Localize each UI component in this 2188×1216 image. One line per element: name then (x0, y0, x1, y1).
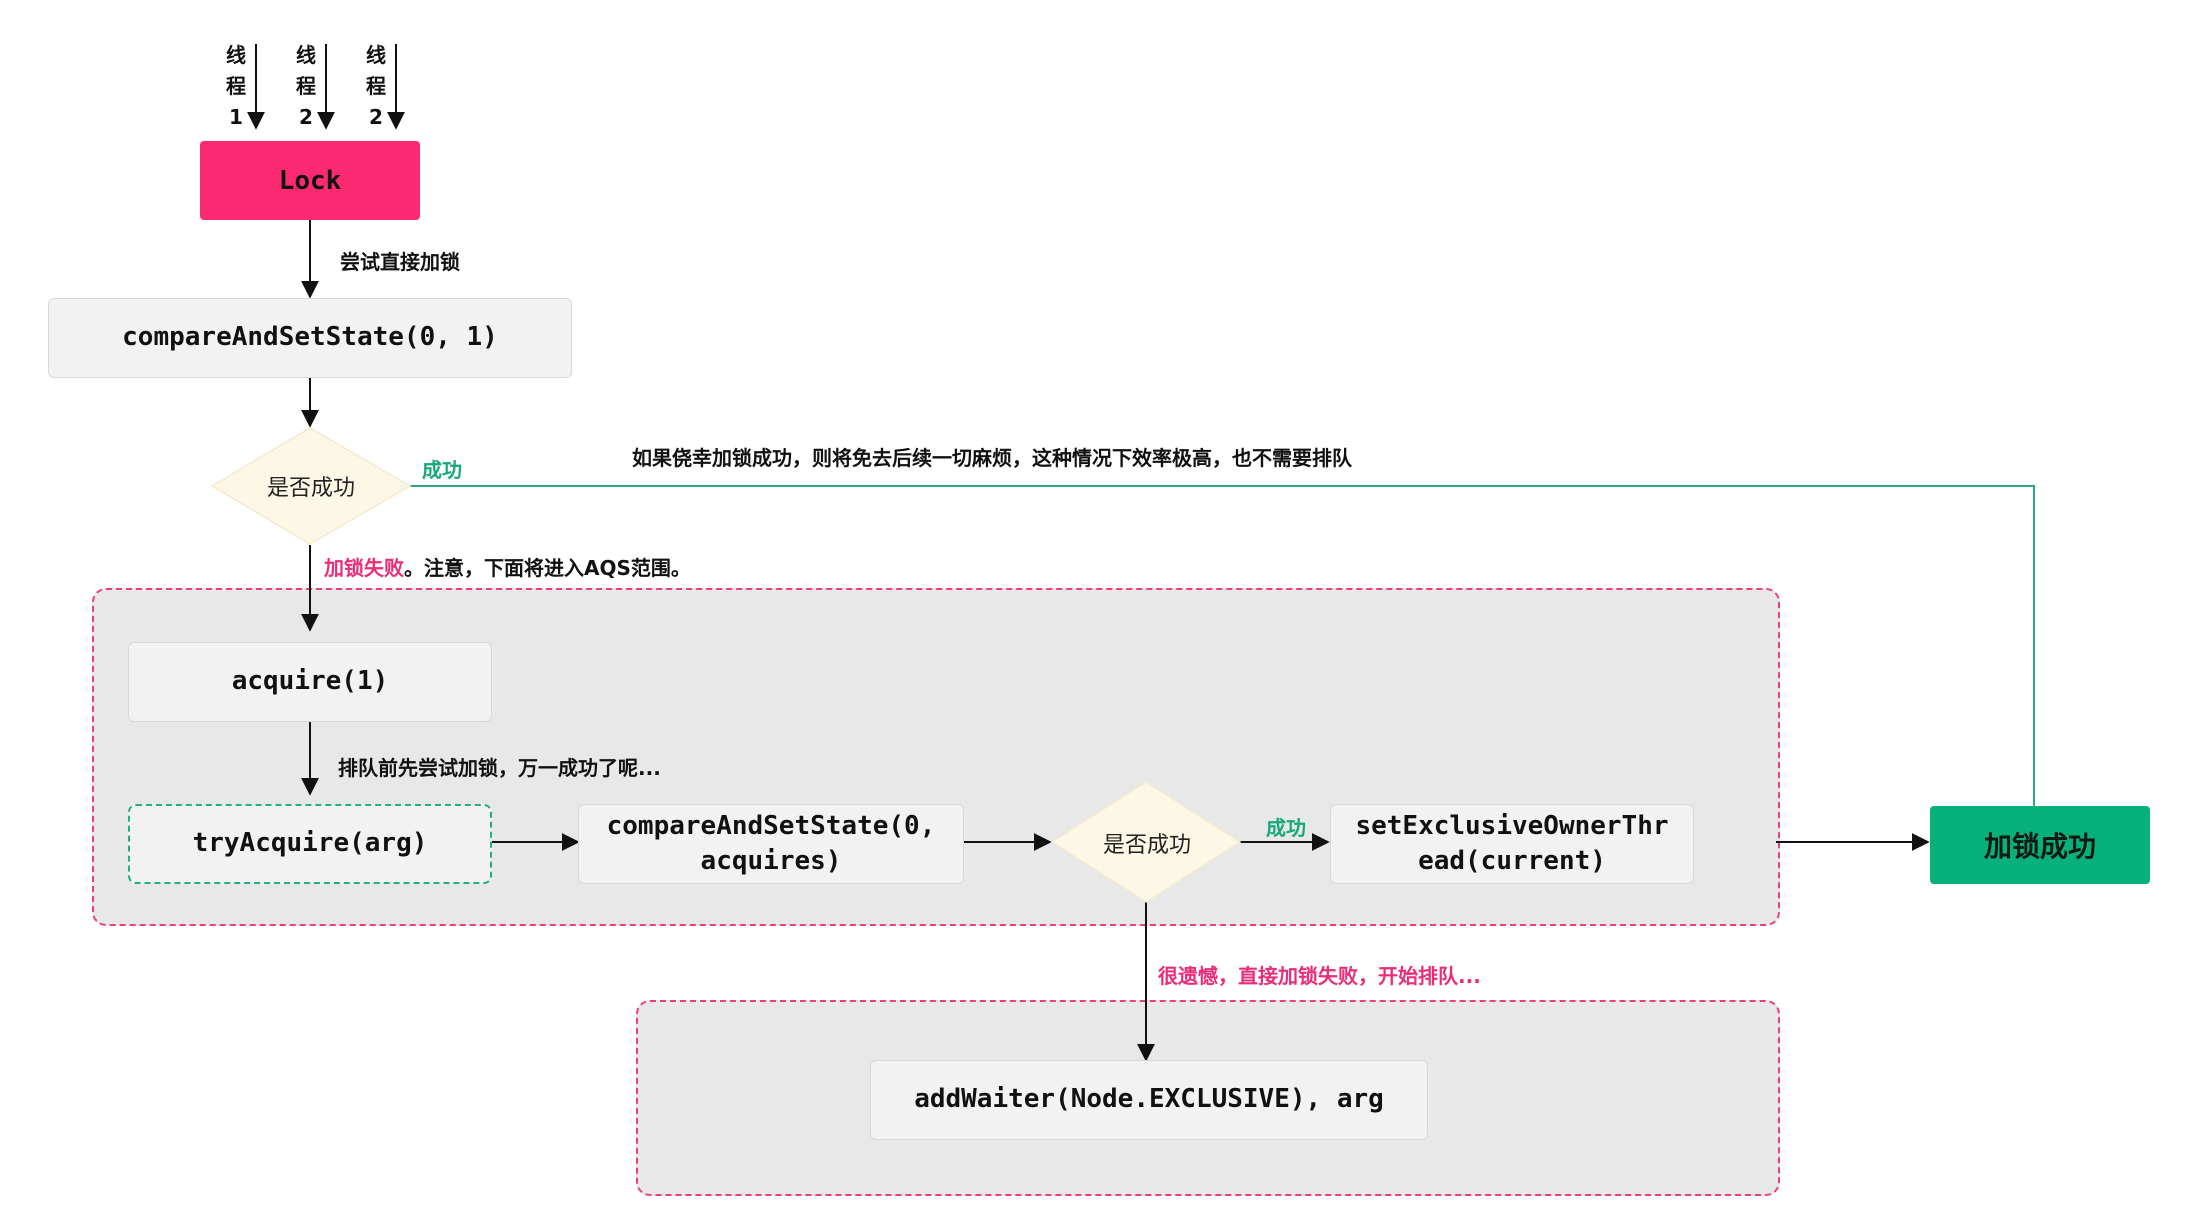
regret-label: 很遗憾，直接加锁失败，开始排队... (1158, 964, 1481, 988)
decision-inner-shape (1050, 781, 1242, 903)
success-bypass-line (410, 485, 2035, 806)
set-owner-box: setExclusiveOwnerThr ead(current) (1330, 804, 1694, 884)
decision-inner-label: 是否成功 (1102, 833, 1192, 858)
decision-top-shape (210, 427, 412, 545)
fail-rest-text: 。注意，下面将进入AQS范围。 (404, 556, 691, 580)
success-top-label: 成功 (422, 458, 462, 482)
lock-success-box: 加锁成功 (1930, 806, 2150, 884)
acquire-box: acquire(1) (128, 642, 492, 722)
try-acquire-box: tryAcquire(arg) (128, 804, 492, 884)
success-inner-label: 成功 (1266, 816, 1306, 840)
lucky-note-label: 如果侥幸加锁成功，则将免去后续一切麻烦，这种情况下效率极高，也不需要排队 (632, 446, 1352, 470)
cas-top-box: compareAndSetState(0, 1) (48, 298, 572, 378)
decision-top-label: 是否成功 (266, 476, 356, 501)
try-direct-label: 尝试直接加锁 (340, 250, 460, 274)
cas-inner-box: compareAndSetState(0, acquires) (578, 804, 964, 884)
lock-box: Lock (200, 141, 420, 220)
fail-red-text: 加锁失败 (324, 556, 404, 580)
add-waiter-box: addWaiter(Node.EXCLUSIVE), arg (870, 1060, 1428, 1140)
fail-note-label: 加锁失败。注意，下面将进入AQS范围。 (324, 552, 691, 581)
try-before-queue-label: 排队前先尝试加锁，万一成功了呢... (338, 756, 661, 780)
